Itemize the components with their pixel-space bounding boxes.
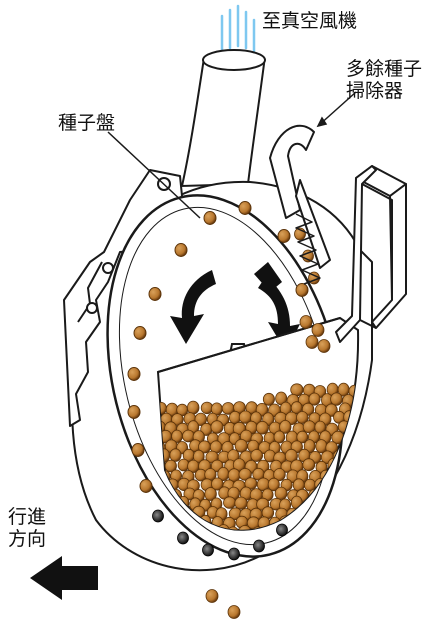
travel-direction-label-line1: 行進 <box>8 506 46 528</box>
vacuum-fan-label: 至真空風機 <box>262 10 357 32</box>
hopper-seed <box>235 439 247 452</box>
travel-direction-label: 行進 方向 <box>8 506 46 550</box>
hopper-seed <box>256 421 268 434</box>
vacuum-pipe <box>182 50 265 186</box>
hopper-seed <box>349 480 361 493</box>
hopper-seed <box>350 459 362 471</box>
seed-remover-label-line1: 多餘種子 <box>346 58 422 80</box>
hopper-seed <box>235 497 247 509</box>
hopper-seed <box>355 470 367 483</box>
seed-remover-label-line2: 掃除器 <box>346 80 422 102</box>
hopper-seed <box>355 526 366 538</box>
hopper-seed <box>343 525 354 538</box>
hopper-seed <box>322 508 333 520</box>
hopper-seed <box>332 509 344 521</box>
hopper-seed <box>263 393 274 405</box>
hopper-seed <box>170 449 181 462</box>
hopper-seed <box>354 508 366 521</box>
seed-remover-label: 多餘種子 掃除器 <box>346 58 422 102</box>
hopper-seed <box>350 442 362 454</box>
hopper-seed <box>316 519 328 531</box>
hopper-seed <box>355 449 366 461</box>
hopper-seed <box>339 497 350 510</box>
hopper-seed <box>339 518 351 530</box>
direction-arrow-icon <box>30 556 98 600</box>
hopper-seed <box>327 517 339 529</box>
hopper-seed <box>331 393 343 405</box>
hopper-seed <box>343 469 354 481</box>
hopper-seed <box>316 440 327 453</box>
hopper-seed <box>291 384 303 396</box>
airflow-icon <box>222 6 254 52</box>
hopper-seed <box>338 478 350 491</box>
hopper-seed <box>332 526 343 539</box>
hopper-seed <box>350 498 362 510</box>
hopper-seed <box>224 497 236 509</box>
hopper-seed <box>356 431 368 443</box>
hopper-seed <box>349 518 361 531</box>
hopper-seed <box>331 490 342 502</box>
hopper-seed <box>211 421 223 434</box>
hopper-seed <box>328 499 339 512</box>
hopper-seed <box>320 527 332 539</box>
hopper-seed <box>311 526 322 539</box>
dropped-seeds <box>206 590 240 619</box>
hopper-seed <box>355 489 367 502</box>
travel-direction-label-line2: 方向 <box>8 528 46 550</box>
hopper-seed <box>251 450 263 462</box>
hopper-seed <box>345 507 357 519</box>
hopper-seed <box>187 401 199 414</box>
hopper-seed <box>275 487 287 499</box>
seed-plate-label: 種子盤 <box>58 112 115 134</box>
hopper-seed <box>343 489 355 502</box>
hopper-seed <box>303 459 315 471</box>
